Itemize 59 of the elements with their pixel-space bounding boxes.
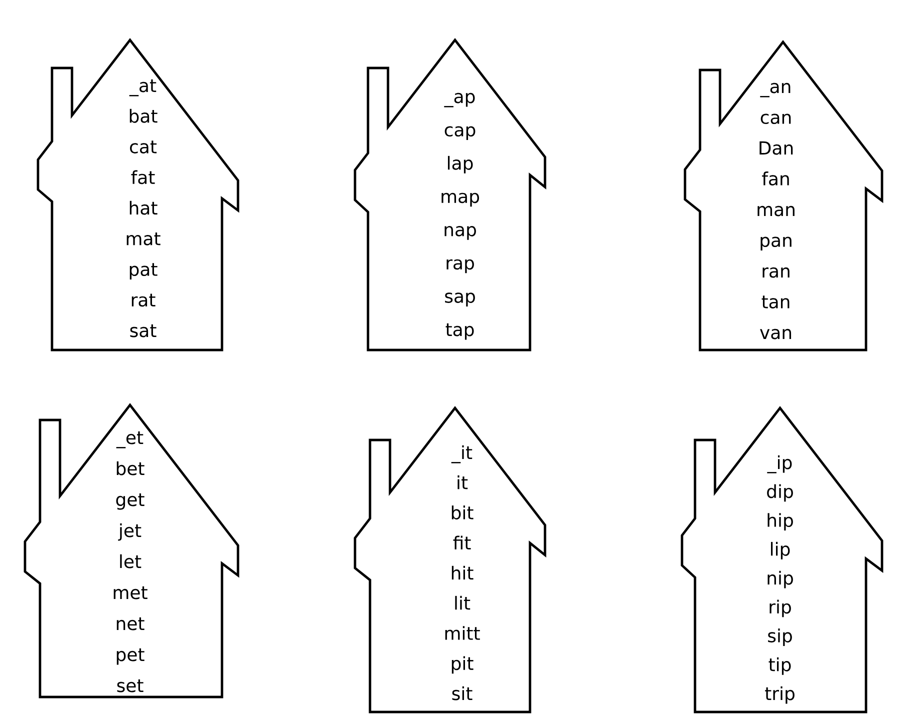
word: ran [762,267,790,278]
word: Dan [760,141,793,155]
word: lap [448,156,473,174]
house-shape [36,38,240,352]
word: jet [118,523,142,541]
word: trip [765,686,794,704]
word: net [116,617,144,630]
word: bat [130,108,158,123]
word: pat [130,263,158,280]
house-shape [354,406,546,714]
word: met [114,586,148,600]
word: mitt [445,626,480,640]
word: it [458,475,468,490]
word: sap [445,292,475,306]
word: _at [129,79,156,96]
word: rat [132,294,156,307]
word: lit [455,596,470,610]
word: _an [760,82,790,98]
word: nap [444,226,476,240]
word: let [120,554,142,568]
word: tap [446,323,474,340]
word: hat [130,200,158,215]
word: cat [130,140,157,154]
word: bit [452,506,474,520]
word: _it [451,445,472,464]
word: fan [762,172,789,186]
word: map [442,192,480,207]
word: man [758,206,794,216]
word: lip [771,542,790,560]
word: sat [130,324,156,338]
word: nip [768,570,793,588]
word: hip [768,513,793,531]
word: can [760,114,791,124]
house-shape [680,406,884,714]
word: hit [452,566,474,580]
word: bet [116,461,144,476]
word: tan [762,296,790,308]
word: pit [452,656,474,674]
word: _et [116,431,144,448]
word: sip [768,628,792,646]
word: mat [126,232,160,246]
word: fit [453,536,471,550]
word: pan [760,236,792,251]
word: tip [768,657,791,675]
word: get [116,493,144,510]
word: rip [770,600,791,618]
house-shape [354,38,546,352]
word: set [117,679,144,692]
word: _ap [444,92,475,108]
house-shape [684,40,884,352]
word: fat [131,170,155,184]
word: dip [767,484,793,502]
word: _ip [767,455,792,474]
house-shape [24,403,240,698]
word: pet [116,648,144,665]
word: rap [446,259,474,274]
word: cap [444,126,476,140]
word: van [760,328,792,340]
word: sit [452,686,472,700]
